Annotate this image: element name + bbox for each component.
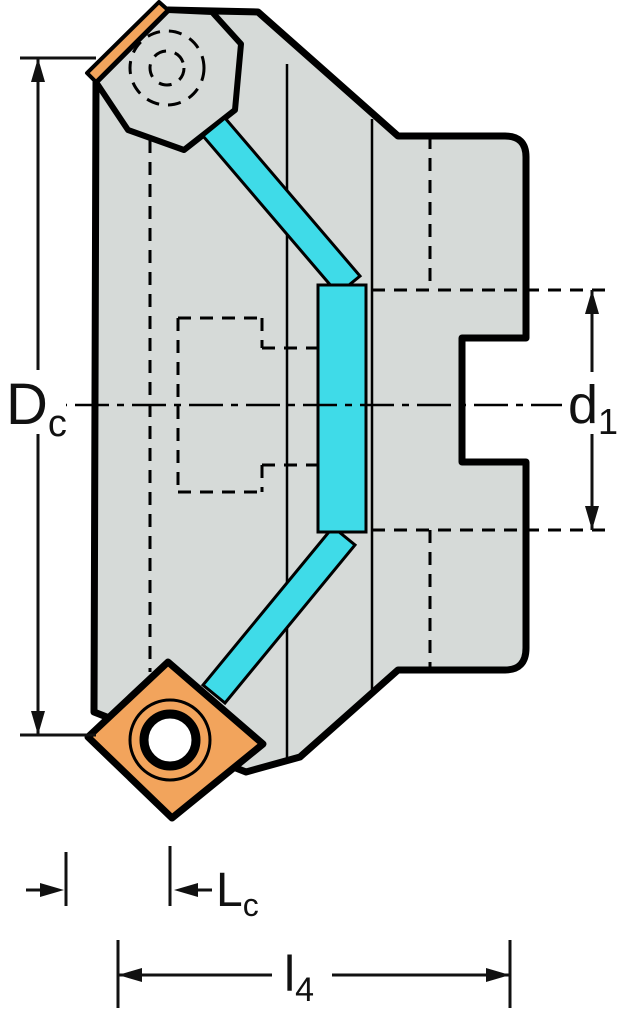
dimension-dc: Dc [0, 56, 96, 737]
l4-arrowhead-right [486, 968, 510, 982]
dimension-l4: l4 [116, 940, 512, 1009]
dimension-d1: d1 [562, 290, 624, 530]
dc-label-backing [0, 370, 66, 434]
lc-arrowhead-right [40, 883, 64, 897]
coolant-channel-lower [200, 524, 358, 706]
dc-arrowhead-up [31, 58, 45, 82]
lc-label-base: L [216, 864, 243, 917]
d1-label-base: d [568, 375, 598, 435]
insert-screw-hole [139, 709, 201, 771]
d1-label-sub: 1 [598, 401, 618, 442]
l4-label-sub: 4 [295, 971, 314, 1009]
dc-label-base: D [6, 372, 48, 437]
d1-arrowhead-down [585, 506, 599, 530]
screw-hole-hidden-inner-circle [148, 49, 186, 87]
top-insert-edge [85, 0, 170, 84]
d1-label-backing [562, 372, 624, 434]
d1-arrowhead-up [585, 290, 599, 314]
lc-label-sub: c [243, 887, 259, 923]
screw-hole-hidden-outer-circle [128, 29, 206, 107]
insert-countersink-circle [128, 698, 212, 782]
d1-label: d1 [568, 375, 618, 442]
cutter-body [90, 6, 530, 776]
l4-label-base: l [284, 946, 295, 1002]
l4-label: l4 [284, 946, 314, 1009]
l4-arrowhead-left [118, 968, 142, 982]
dc-label: Dc [6, 372, 67, 445]
lc-arrowhead-left [174, 883, 198, 897]
coolant-channel-center [316, 283, 368, 534]
dc-arrowhead-down [31, 711, 45, 735]
bottom-insert [84, 658, 267, 822]
dc-label-sub: c [48, 403, 67, 445]
lc-label: Lc [216, 864, 259, 923]
dimension-lc: Lc [26, 846, 259, 923]
coolant-channel-upper [200, 115, 363, 297]
